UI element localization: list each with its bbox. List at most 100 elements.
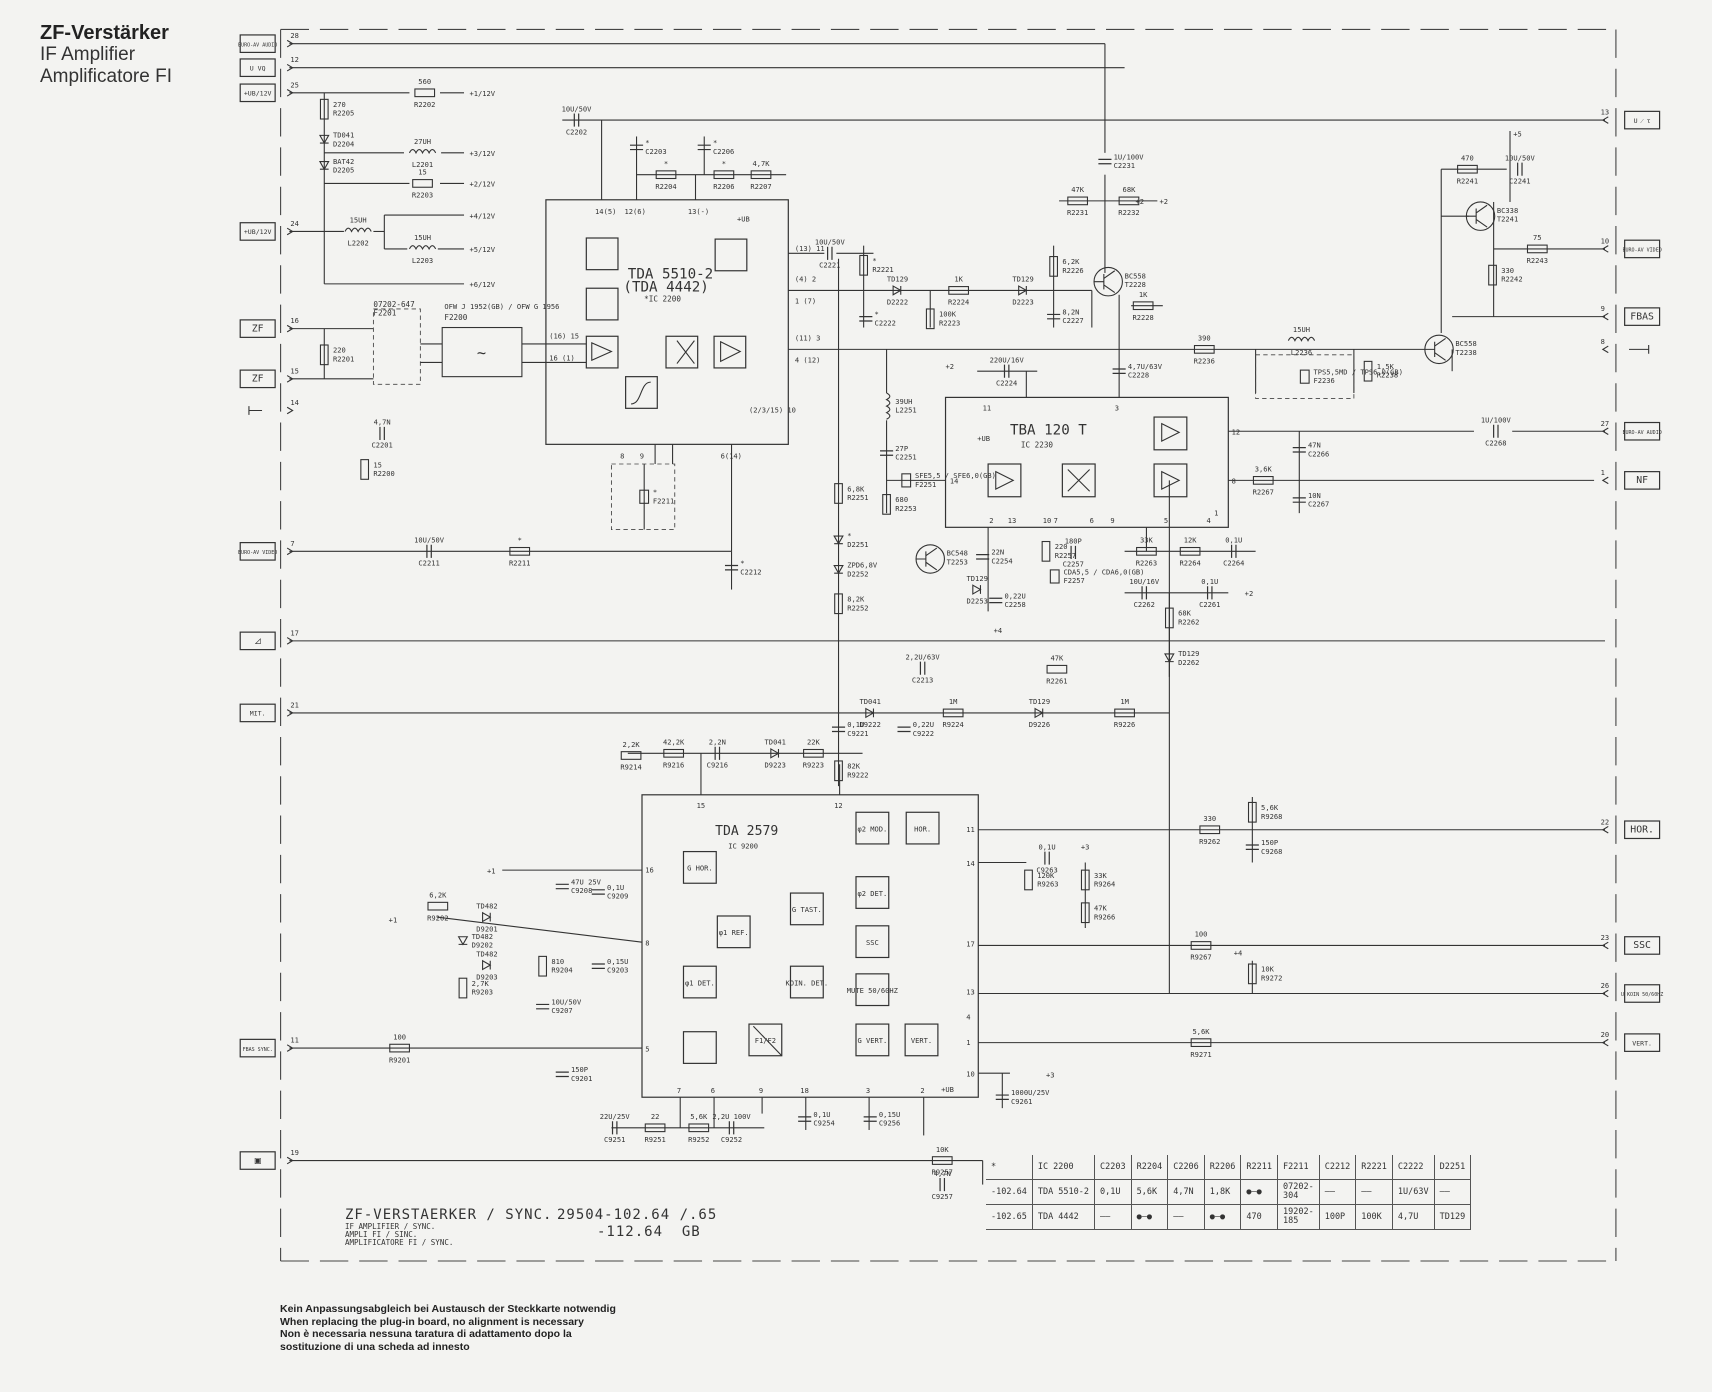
ic9200-block-1	[716, 915, 751, 949]
component-value: 10N	[1308, 491, 1321, 500]
component-value: 120K	[1037, 871, 1055, 880]
connector-pin-number: 21	[290, 700, 299, 709]
ic2230-pin: 2	[989, 516, 993, 525]
component-value: 42,2K	[663, 738, 685, 747]
ic9200-tda2579	[641, 794, 979, 1098]
crystal-filter-symbol	[1049, 569, 1060, 584]
resistor-symbol	[655, 170, 677, 180]
connector-label: EURO-AV AUDIO	[1622, 430, 1661, 436]
connector-left-pin-12[interactable]: 12U VQ	[239, 55, 299, 78]
capacitor-symbol	[536, 1003, 550, 1010]
component-value: TD041	[860, 697, 881, 706]
component-value: 6,2K	[429, 890, 447, 899]
table-cell: C2222	[1391, 1155, 1435, 1180]
component-value: TD129	[1029, 697, 1050, 706]
connector-right-pin-8[interactable]: 8	[1601, 337, 1650, 354]
component-value: *	[847, 531, 851, 540]
component-value: 12K	[1184, 536, 1198, 545]
component-ref: R9251	[644, 1135, 665, 1144]
table-cell: ●—●	[1240, 1179, 1278, 1205]
component-value: 22	[651, 1112, 660, 1121]
connector-left-pin-14[interactable]: 14	[248, 398, 299, 415]
ic2200-tda5510	[545, 199, 789, 445]
connector-right-pin-26[interactable]: 26U KOIN 50/60HZ	[1601, 981, 1664, 1003]
component-ref: C2224	[996, 378, 1017, 387]
table-cell: 1U/63V	[1391, 1179, 1435, 1205]
ic9200-block-11	[748, 1023, 783, 1057]
component-ref: C9252	[721, 1135, 742, 1144]
ic9200-block-13-label: VERT.	[911, 1036, 932, 1045]
filter-f2201-ref: F2201	[373, 309, 396, 318]
connector-right-pin-13[interactable]: 13U ⁄ τ	[1601, 108, 1661, 130]
component-ref: R2226	[1062, 266, 1083, 275]
component-ref: C9209	[607, 892, 628, 901]
capacitor-symbol	[724, 564, 739, 571]
table-cell: 07202- 304	[1276, 1179, 1320, 1205]
component-ref: R2253	[895, 504, 916, 513]
component-ref: C2231	[1114, 161, 1135, 170]
ic2200-pin: 8	[620, 452, 624, 461]
component-ref: F2236	[1313, 376, 1334, 385]
component-value: 1000U/25V	[1011, 1088, 1050, 1097]
component-value: 8,2N	[1062, 307, 1079, 316]
capacitor-symbol	[827, 246, 833, 260]
ic2230-block-2	[1153, 463, 1188, 498]
component-ref: L2202	[347, 239, 368, 248]
connector-left-pin-17[interactable]: 17◿	[239, 628, 299, 651]
ic9200-block-9-label: MUTE 50/60HZ	[847, 986, 899, 995]
table-cell: F2211	[1276, 1155, 1320, 1180]
capacitor-symbol	[1292, 447, 1306, 453]
component-value: 4,7K	[752, 159, 770, 168]
component-value: 68K	[1178, 609, 1192, 618]
capacitor-symbol	[939, 1178, 946, 1192]
component-ref: D9222	[860, 720, 881, 729]
resistor-symbol	[663, 748, 685, 758]
net-label: +5/12V	[469, 245, 495, 254]
component-ref: C9201	[571, 1074, 592, 1083]
capacitor-symbol	[919, 661, 926, 675]
connector-left-pin-24[interactable]: 24+UB/12V	[239, 219, 299, 241]
ic2200-pin: +UB	[737, 215, 750, 224]
connector-pin-icon	[286, 39, 294, 48]
drawing-title: ZF-VERSTAERKER / SYNC.	[345, 1207, 553, 1223]
component-value: 47K	[1071, 185, 1085, 194]
resistor-symbol	[713, 170, 735, 180]
component-value: 0,15U	[879, 1110, 900, 1119]
component-value: 82K	[847, 762, 861, 771]
component-ref: R9223	[803, 761, 824, 770]
connector-left-pin-19[interactable]: 19▣	[239, 1148, 299, 1170]
component-ref: C2201	[371, 441, 392, 450]
ic2200-pin: (2/3/15) 10	[749, 406, 796, 415]
connector-pin-icon	[1601, 941, 1609, 950]
capacitor-symbol	[995, 1094, 1009, 1101]
component-value: 1U/100V	[1481, 416, 1512, 425]
component-ref: C2257	[1063, 560, 1084, 569]
component-value: *	[653, 488, 657, 497]
connector-label-box	[1624, 936, 1661, 955]
connector-left-pin-25[interactable]: 25+UB/12V	[239, 80, 299, 103]
resistor-symbol	[1046, 664, 1068, 674]
component-value: 22N	[991, 548, 1004, 557]
diode-symbol	[833, 535, 844, 545]
connector-label: HOR.	[1630, 824, 1654, 835]
connector-right-pin-1[interactable]: 1NF	[1601, 468, 1661, 490]
component-ref: C9268	[1261, 847, 1282, 856]
component-value: 220	[333, 346, 346, 355]
connector-label: ▣	[255, 1155, 261, 1166]
